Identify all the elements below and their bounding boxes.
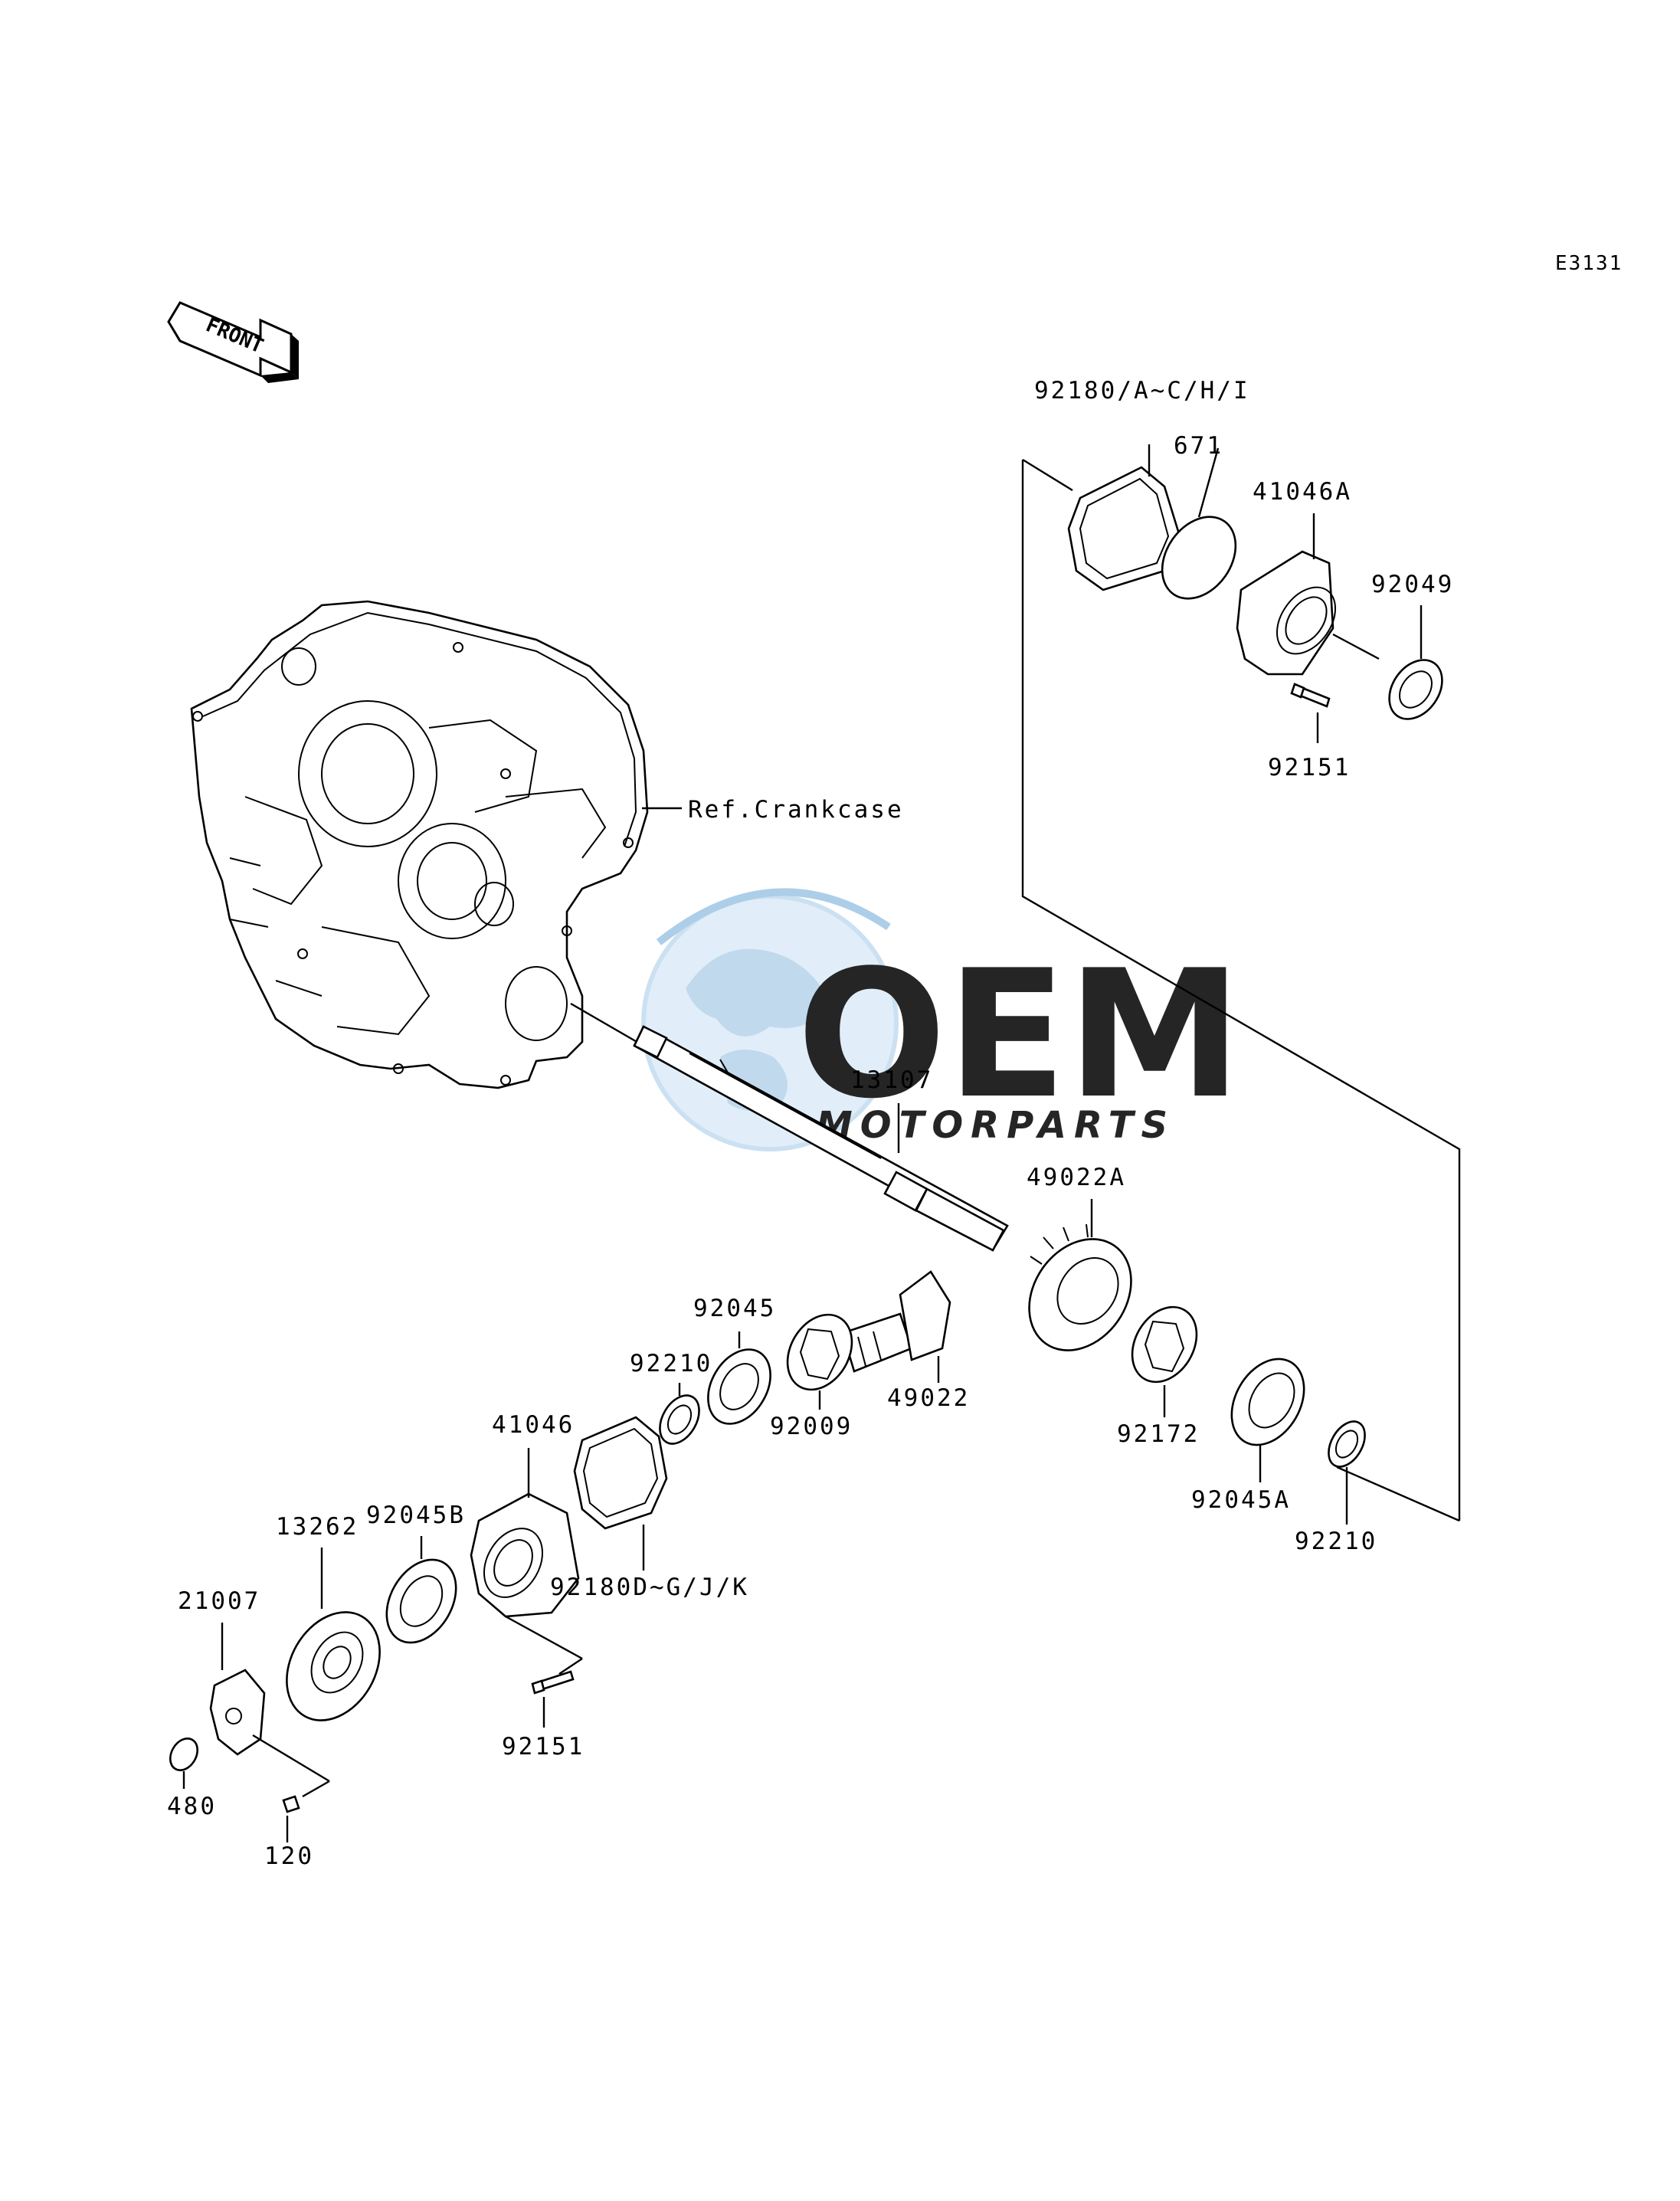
part-label: 92151 xyxy=(502,1733,585,1760)
housing-41046 xyxy=(470,1492,580,1618)
bolt-92151-upper xyxy=(1290,683,1331,708)
part-label: 92045 xyxy=(693,1295,776,1322)
part-label: 120 xyxy=(264,1842,314,1870)
part-label: 49022A xyxy=(1027,1164,1126,1191)
seal-92210-right xyxy=(1328,1420,1366,1468)
housing-41046A xyxy=(1236,550,1337,676)
watermark-logo: OEM MOTORPARTS xyxy=(641,888,1243,1151)
watermark-brand: OEM xyxy=(797,933,1243,1138)
circlip-480 xyxy=(169,1738,198,1771)
front-arrow-icon: FRONT xyxy=(167,301,299,383)
bolt-92151-lower xyxy=(531,1670,575,1695)
reference-label: Ref.Crankcase xyxy=(688,796,904,824)
gear-13262 xyxy=(286,1611,381,1721)
part-label: 41046 xyxy=(492,1411,575,1439)
part-label: 92210 xyxy=(630,1350,712,1377)
part-label: 92210 xyxy=(1295,1528,1377,1555)
part-label: 49022 xyxy=(887,1384,970,1412)
gasket-92180-lower xyxy=(573,1416,668,1530)
part-label: 671 xyxy=(1174,432,1223,460)
part-label: 92009 xyxy=(770,1413,853,1440)
spacer-92172 xyxy=(1131,1305,1198,1384)
bearing-92045B xyxy=(385,1558,457,1644)
part-label: 92180D~G/J/K xyxy=(550,1574,749,1601)
bearing-92045 xyxy=(707,1348,771,1425)
part-label: 13262 xyxy=(276,1513,359,1541)
seal-92210-mid xyxy=(659,1394,700,1445)
gear-49022A xyxy=(1028,1223,1132,1351)
part-label: 480 xyxy=(167,1793,217,1820)
part-label: 92045A xyxy=(1191,1486,1291,1514)
o-ring-671 xyxy=(1161,516,1237,600)
part-label: 92045B xyxy=(366,1502,466,1529)
screw-120 xyxy=(282,1795,300,1813)
seal-92049 xyxy=(1388,659,1443,720)
part-label: 21007 xyxy=(178,1587,260,1615)
part-label: 92049 xyxy=(1371,571,1454,598)
part-label: 92180/A~C/H/I xyxy=(1034,377,1250,404)
nut-92009 xyxy=(786,1313,853,1391)
part-label: 92172 xyxy=(1117,1420,1200,1448)
part-label: 13107 xyxy=(850,1066,933,1094)
bearing-92045A xyxy=(1230,1358,1305,1446)
pinion-49022 xyxy=(841,1270,951,1373)
crankcase-drawing xyxy=(190,600,649,1089)
part-label: 41046A xyxy=(1253,478,1352,506)
watermark-subtitle: MOTORPARTS xyxy=(816,1104,1175,1147)
diagram-code: E3131 xyxy=(1555,252,1623,275)
shaft-13107 xyxy=(633,1025,1009,1252)
part-label: 92151 xyxy=(1268,754,1351,781)
plate-21007 xyxy=(209,1669,266,1756)
